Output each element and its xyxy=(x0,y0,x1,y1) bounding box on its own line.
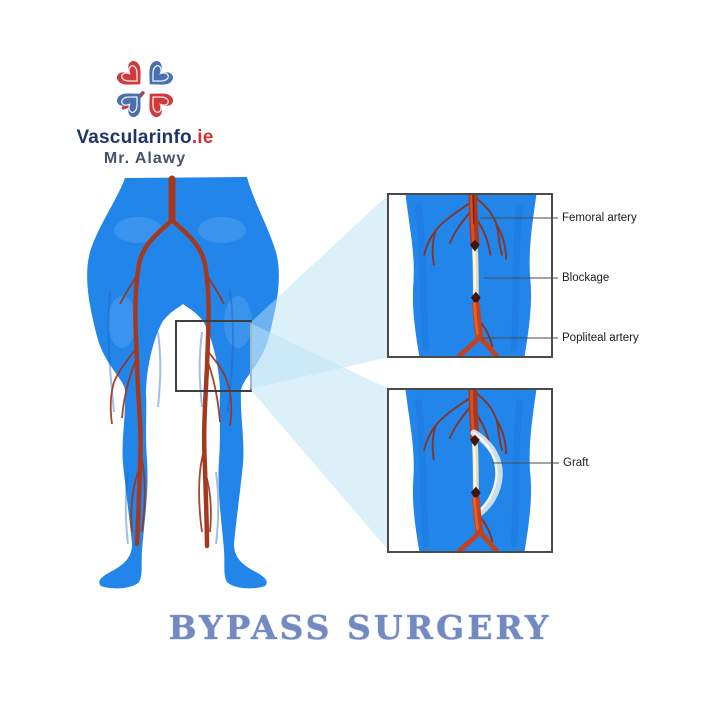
graft-illustration xyxy=(405,390,537,551)
page-title: BYPASS SURGERY xyxy=(168,608,552,647)
brand-name-tld: .ie xyxy=(191,127,214,148)
zoom-region-box xyxy=(175,320,252,392)
legs-illustration xyxy=(87,175,279,589)
panel-graft-view xyxy=(387,388,553,553)
panel-blockage-view xyxy=(387,193,553,358)
logo: Vascularinfo.ie Mr. Alawy xyxy=(55,55,235,168)
brand-subtitle: Mr. Alawy xyxy=(103,150,187,167)
label-femoral-artery: Femoral artery xyxy=(562,212,637,224)
blockage-illustration xyxy=(405,195,537,356)
clover-logo-icon xyxy=(117,61,173,118)
brand-name: Vascularinfo.ie xyxy=(55,127,235,149)
brand-name-main: Vascularinfo xyxy=(76,127,192,148)
label-graft: Graft xyxy=(563,457,589,469)
label-blockage: Blockage xyxy=(562,272,610,284)
label-popliteal-artery: Popliteal artery xyxy=(562,332,639,344)
